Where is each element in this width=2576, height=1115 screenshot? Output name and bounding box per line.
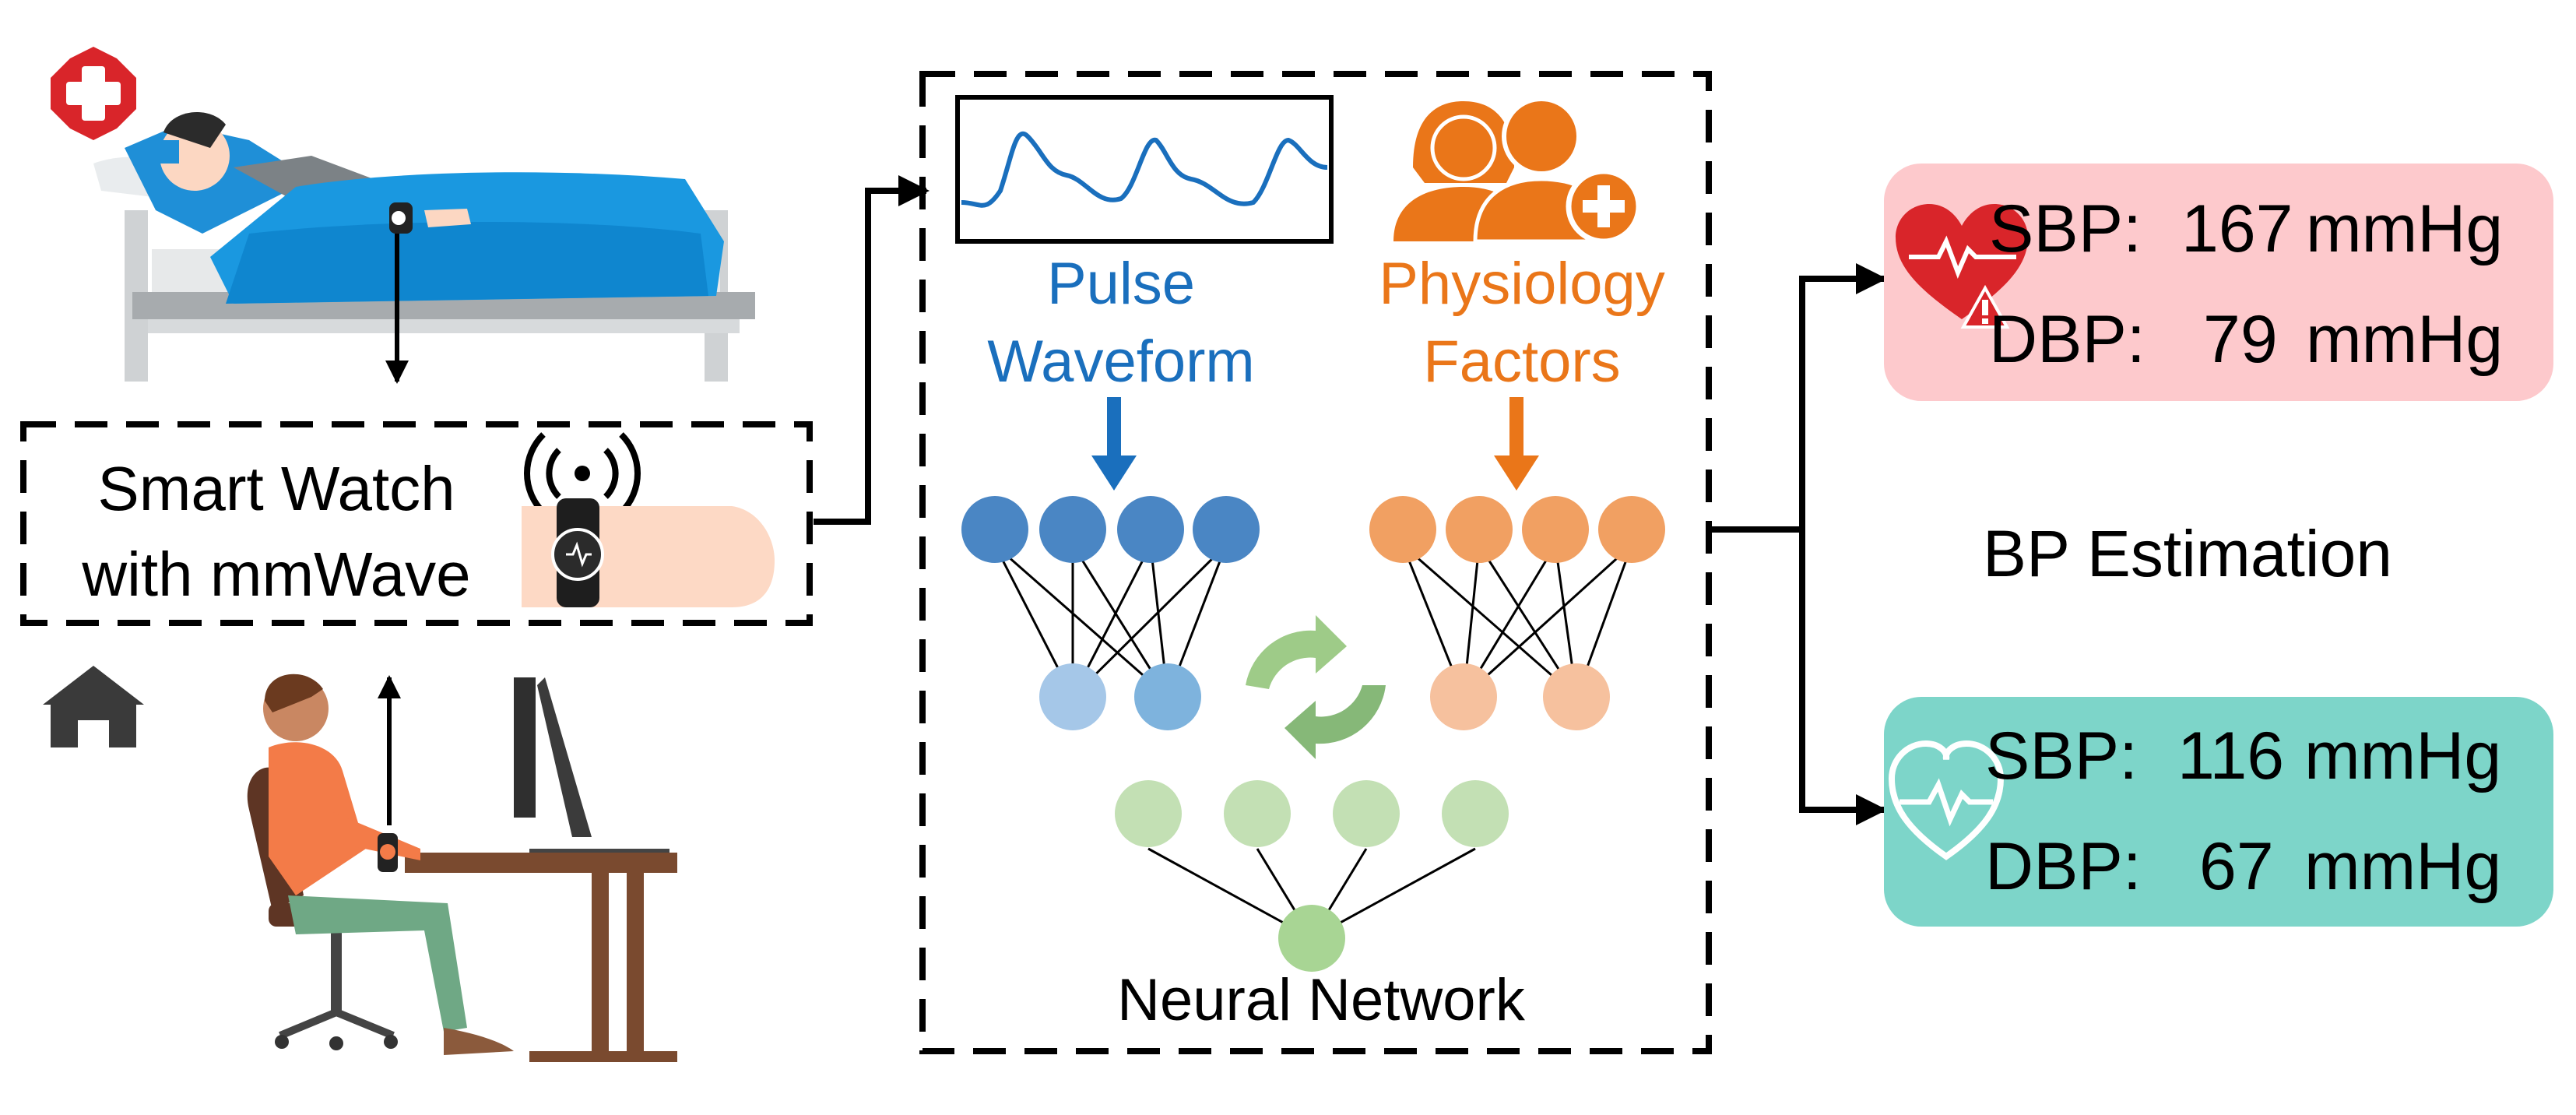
broadcast-signal-icon <box>523 432 641 515</box>
hospital-cross-icon <box>51 47 136 140</box>
watch-to-network-connector <box>814 175 930 525</box>
pulse-input-nodes <box>961 496 1260 563</box>
sbp-value-1: 167 <box>2181 192 2293 266</box>
home-icon <box>43 666 144 747</box>
refresh-cycle-icon <box>1246 615 1386 759</box>
bp-estimation-label: BP Estimation <box>1983 517 2392 590</box>
pulse-waveform-chart <box>955 95 1334 244</box>
sbp-unit-1: mmHg <box>2306 192 2503 266</box>
person-at-desk-illustration <box>247 674 677 1062</box>
physiology-input-arrow <box>1494 397 1539 491</box>
physiology-label-line2: Factors <box>1423 329 1620 395</box>
dbp-value-1: 79 <box>2203 302 2278 377</box>
physiology-hidden-nodes <box>1430 663 1610 730</box>
connector-to-normal-result <box>1799 529 1887 825</box>
physiology-people-icon <box>1393 97 1642 244</box>
network-label: Neural Network <box>1117 967 1526 1033</box>
physiology-input-nodes <box>1369 496 1665 563</box>
wrist-with-watch-illustration <box>522 498 775 607</box>
pulse-hidden-nodes <box>1039 663 1201 730</box>
fusion-nodes <box>1115 780 1509 847</box>
dbp-unit-2: mmHg <box>2304 829 2501 904</box>
pulse-label-line1: Pulse <box>1047 251 1195 317</box>
dbp-unit-1: mmHg <box>2306 302 2503 377</box>
patient-in-bed-illustration <box>93 111 755 382</box>
watch-label-line2: with mmWave <box>81 540 470 609</box>
heart-alert-icon <box>1896 204 2028 329</box>
heart-pulse-icon <box>1888 740 2005 860</box>
sbp-label-2: SBP: <box>1985 719 2138 793</box>
dbp-value-2: 67 <box>2199 829 2274 904</box>
pulse-waveform-line <box>961 131 1328 208</box>
smart-watch-box <box>20 421 813 626</box>
physiology-label-line1: Physiology <box>1379 251 1665 317</box>
pulse-label-line2: Waveform <box>987 329 1254 395</box>
neural-network-box <box>919 71 1712 1054</box>
normal-result-card <box>1884 697 2553 927</box>
sbp-label-1: SBP: <box>1989 192 2142 266</box>
pulse-input-arrow <box>1091 397 1137 491</box>
connector-to-abnormal-result <box>1799 263 1887 529</box>
abnormal-result-card <box>1884 164 2553 401</box>
dbp-label-2: DBP: <box>1985 829 2142 904</box>
dbp-label-1: DBP: <box>1989 302 2145 377</box>
sbp-unit-2: mmHg <box>2304 719 2501 793</box>
output-node <box>1278 905 1345 972</box>
watch-label-line1: Smart Watch <box>97 454 455 523</box>
sbp-value-2: 116 <box>2177 719 2284 793</box>
